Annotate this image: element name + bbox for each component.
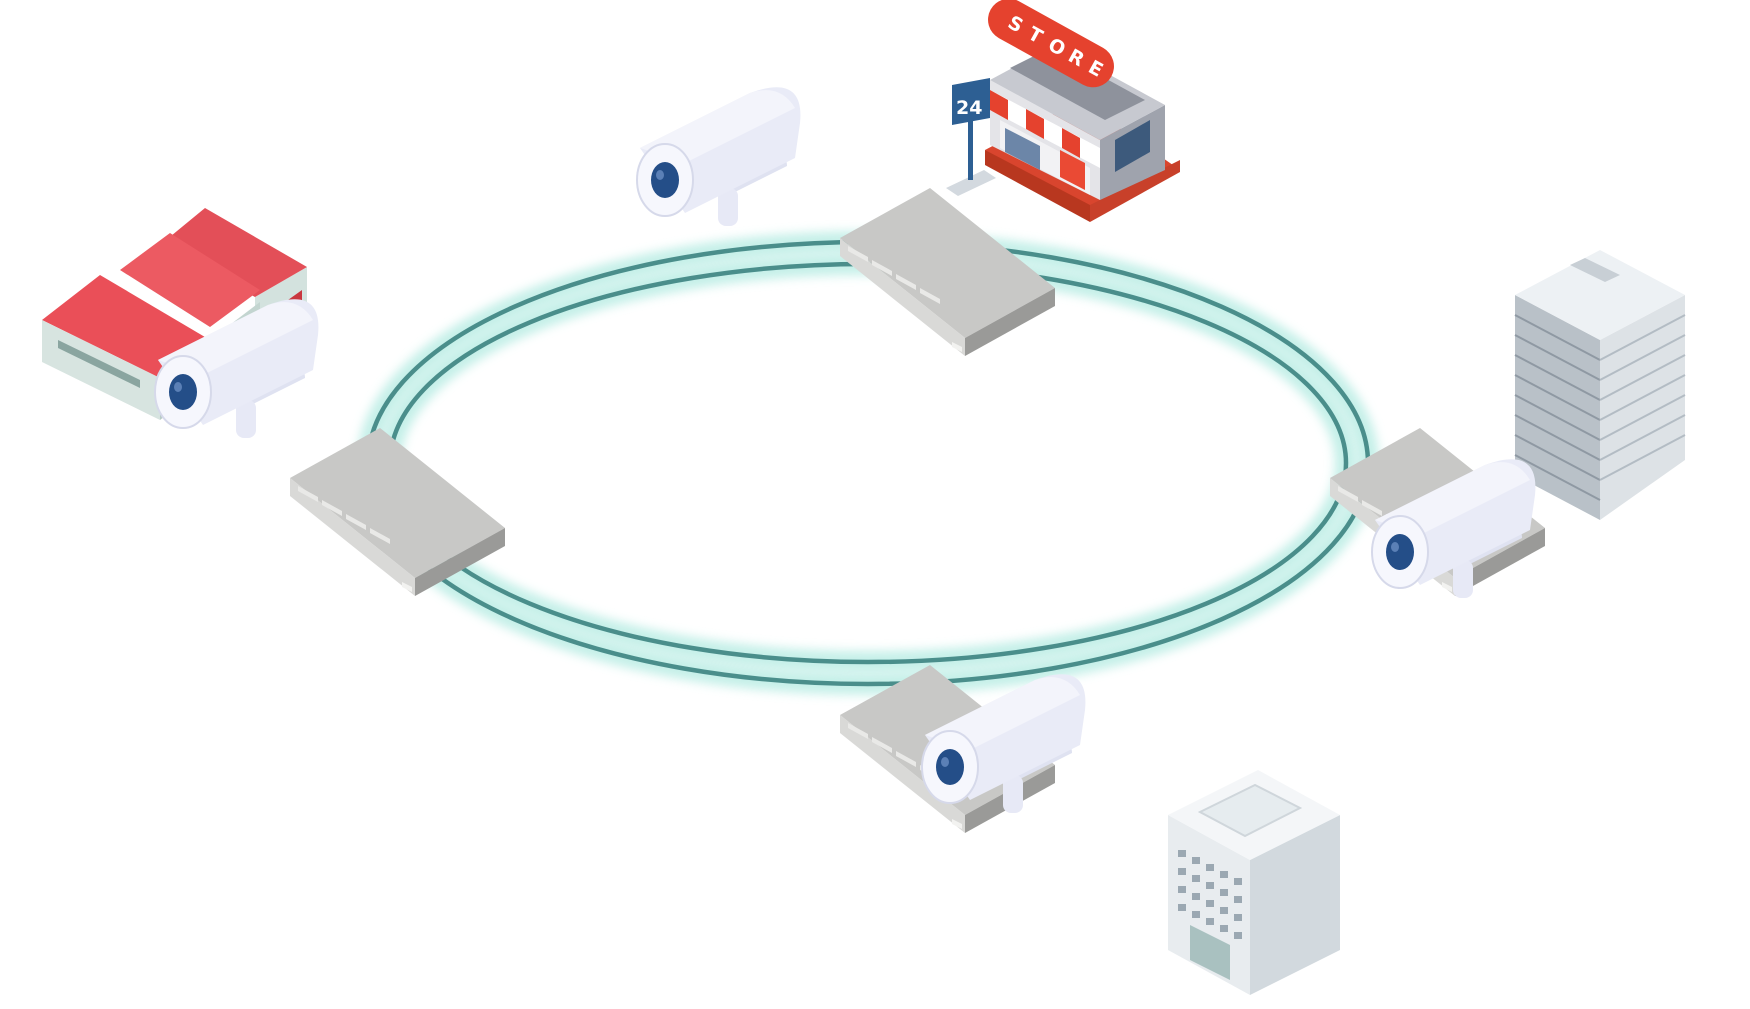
office-building-icon xyxy=(1168,770,1340,995)
network-switch-icon xyxy=(840,188,1055,356)
security-camera-icon xyxy=(1371,459,1536,598)
security-camera-icon xyxy=(921,674,1086,813)
office-tower-icon xyxy=(1514,250,1686,520)
store-sign xyxy=(988,0,1114,88)
ring-network-icon xyxy=(357,231,1379,695)
store-icon: S T O R E xyxy=(985,0,1180,222)
security-camera-icon xyxy=(154,299,319,438)
security-camera-icon xyxy=(636,87,801,226)
network-switch-icon xyxy=(290,428,505,596)
open-24-sign: 24 xyxy=(946,78,996,196)
open-24-label: 24 xyxy=(956,97,982,119)
